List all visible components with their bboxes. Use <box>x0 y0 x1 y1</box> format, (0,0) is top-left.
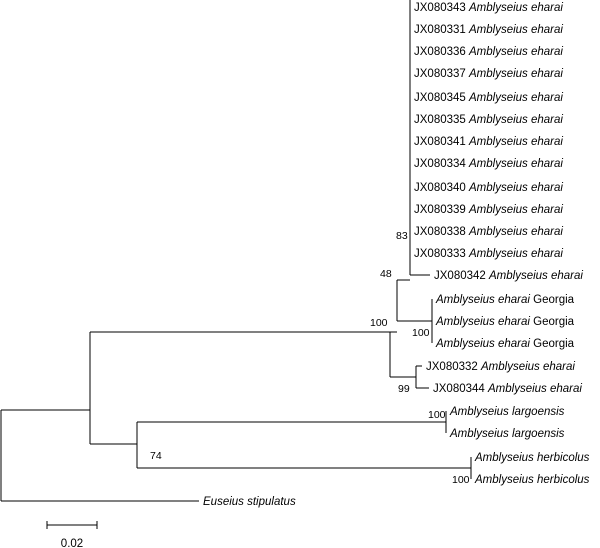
species-name: Amblyseius eharai <box>468 204 563 216</box>
tree-branches <box>0 0 472 502</box>
species-name: Amblyseius herbicolus <box>474 474 590 486</box>
species-name: Euseius stipulatus <box>203 496 296 508</box>
bootstrap-n100a: 100 <box>370 317 388 329</box>
species-name: Amblyseius largoensis <box>449 428 565 440</box>
tip-label-t14: Amblyseius eharai Georgia <box>435 294 575 306</box>
bootstrap-n100b: 100 <box>412 327 430 339</box>
bootstrap-n83: 83 <box>396 230 408 242</box>
tip-label-t16: Amblyseius eharai Georgia <box>435 338 575 350</box>
accession-number: JX080341 <box>414 136 469 148</box>
tip-label-t4: JX080337 Amblyseius eharai <box>414 68 563 80</box>
tip-label-t15: Amblyseius eharai Georgia <box>435 316 575 328</box>
accession-number: JX080337 <box>414 68 469 80</box>
bootstrap-n74: 74 <box>150 450 162 462</box>
species-name: Amblyseius eharai <box>468 2 563 14</box>
accession-number: JX080342 <box>434 270 489 282</box>
species-name: Amblyseius eharai <box>468 46 563 58</box>
species-name: Amblyseius herbicolus <box>474 452 590 464</box>
tip-label-t21: Amblyseius herbicolus <box>474 452 590 464</box>
accession-number: JX080340 <box>414 182 469 194</box>
tip-label-t12: JX080333 Amblyseius eharai <box>414 248 563 260</box>
tip-label-t13: JX080342 Amblyseius eharai <box>434 270 583 282</box>
species-name: Amblyseius eharai <box>468 136 563 148</box>
scale-bar-label: 0.02 <box>61 538 83 548</box>
tip-label-t10: JX080339 Amblyseius eharai <box>414 204 563 216</box>
tip-label-t11: JX080338 Amblyseius eharai <box>414 226 563 238</box>
species-name: Amblyseius eharai <box>435 316 530 328</box>
species-name: Amblyseius eharai <box>468 68 563 80</box>
species-name: Amblyseius eharai <box>468 114 563 126</box>
species-name: Amblyseius eharai <box>468 92 563 104</box>
species-name: Amblyseius eharai <box>487 383 582 395</box>
species-name: Amblyseius eharai <box>488 270 583 282</box>
tip-label-t5: JX080345 Amblyseius eharai <box>414 92 563 104</box>
accession-number: JX080345 <box>414 92 469 104</box>
species-name: Amblyseius eharai <box>468 24 563 36</box>
tip-label-t9: JX080340 Amblyseius eharai <box>414 182 563 194</box>
accession-number: JX080339 <box>414 204 469 216</box>
tip-label-t7: JX080341 Amblyseius eharai <box>414 136 563 148</box>
bootstrap-n100d: 100 <box>452 474 470 486</box>
bootstrap-n100c: 100 <box>428 409 446 421</box>
tip-label-t23: Euseius stipulatus <box>203 496 296 508</box>
accession-number: JX080331 <box>414 24 469 36</box>
bootstrap-n99: 99 <box>398 383 410 395</box>
species-name: Amblyseius largoensis <box>449 406 565 418</box>
species-name: Amblyseius eharai <box>480 361 575 373</box>
locality-suffix: Georgia <box>530 294 575 306</box>
species-name: Amblyseius eharai <box>468 182 563 194</box>
tip-label-t19: Amblyseius largoensis <box>449 406 565 418</box>
scale-bar: 0.02 <box>46 521 98 548</box>
bootstrap-n48: 48 <box>380 268 392 280</box>
accession-number: JX080344 <box>433 383 488 395</box>
locality-suffix: Georgia <box>530 316 575 328</box>
accession-number: JX080338 <box>414 226 469 238</box>
tip-label-t2: JX080331 Amblyseius eharai <box>414 24 563 36</box>
accession-number: JX080336 <box>414 46 469 58</box>
species-name: Amblyseius eharai <box>435 294 530 306</box>
species-name: Amblyseius eharai <box>435 338 530 350</box>
tip-label-t22: Amblyseius herbicolus <box>474 474 590 486</box>
species-name: Amblyseius eharai <box>468 158 563 170</box>
accession-number: JX080333 <box>414 248 469 260</box>
tip-label-t20: Amblyseius largoensis <box>449 428 565 440</box>
species-name: Amblyseius eharai <box>468 226 563 238</box>
tip-label-t1: JX080343 Amblyseius eharai <box>414 2 563 14</box>
tip-label-t3: JX080336 Amblyseius eharai <box>414 46 563 58</box>
bootstrap-values: 83 48 100 100 99 100 74 100 <box>150 230 470 486</box>
tip-label-t8: JX080334 Amblyseius eharai <box>414 158 563 170</box>
accession-number: JX080343 <box>414 2 469 14</box>
tip-label-t6: JX080335 Amblyseius eharai <box>414 114 563 126</box>
species-name: Amblyseius eharai <box>468 248 563 260</box>
tip-label-t18: JX080344 Amblyseius eharai <box>433 383 582 395</box>
locality-suffix: Georgia <box>530 338 575 350</box>
accession-number: JX080332 <box>426 361 481 373</box>
accession-number: JX080335 <box>414 114 469 126</box>
accession-number: JX080334 <box>414 158 469 170</box>
tip-label-t17: JX080332 Amblyseius eharai <box>426 361 575 373</box>
